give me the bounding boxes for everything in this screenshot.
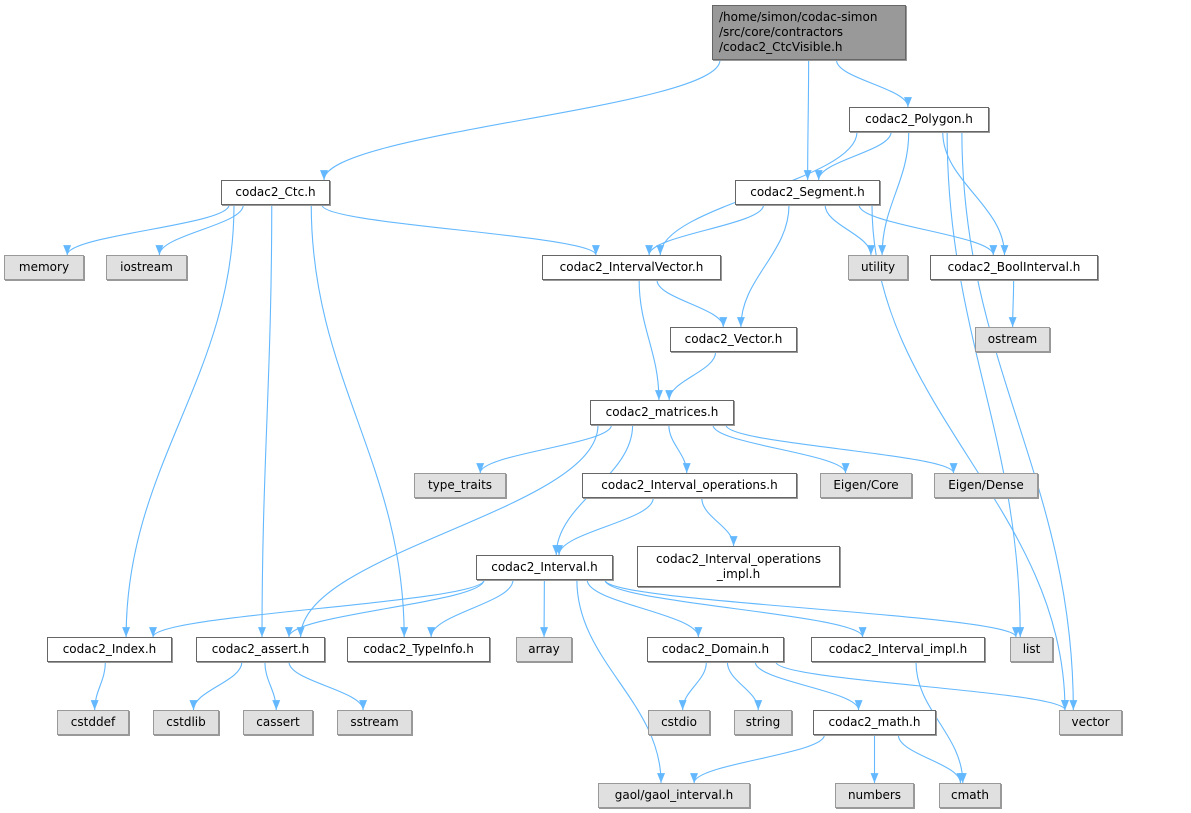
graph-node-cstddef: cstddef (57, 710, 129, 735)
edge-interval-to-gaol (576, 579, 665, 784)
graph-node-memory: memory (4, 255, 84, 280)
graph-node-cassert: cassert (243, 710, 313, 735)
graph-node-domain[interactable]: codac2_Domain.h (647, 637, 784, 662)
edge-math-to-cmath (897, 734, 965, 784)
edge-segment-to-ivec (645, 204, 765, 256)
graph-node-array: array (516, 637, 572, 662)
graph-node-eigencore: Eigen/Core (820, 473, 912, 498)
edge-intops-to-interval (555, 497, 654, 556)
edge-ctc-to-ivec (321, 204, 600, 256)
edge-index-to-cstddef (90, 661, 106, 711)
edge-interval-to-assert (285, 579, 485, 638)
graph-node-root: /home/simon/codac-simon /src/core/contra… (712, 5, 906, 60)
graph-node-cstdlib: cstdlib (153, 710, 219, 735)
edge-polygon-to-boolint (942, 131, 1009, 256)
graph-node-polygon[interactable]: codac2_Polygon.h (849, 107, 989, 132)
graph-node-ostream: ostream (975, 327, 1050, 352)
graph-node-math[interactable]: codac2_math.h (813, 710, 936, 735)
edge-interval-to-index (149, 579, 485, 638)
graph-node-typeinfo[interactable]: codac2_TypeInfo.h (347, 637, 490, 662)
graph-node-numbers: numbers (835, 783, 914, 808)
edge-root-to-ctc (320, 59, 721, 181)
graph-node-interval[interactable]: codac2_Interval.h (476, 555, 613, 580)
edge-intops-to-intopsimpl (701, 497, 738, 547)
edge-domain-to-cstdio (678, 661, 707, 711)
graph-node-segment[interactable]: codac2_Segment.h (735, 180, 880, 205)
edge-ctc-to-memory (63, 204, 230, 256)
edge-matrices-to-assert (296, 424, 599, 638)
edge-domain-to-string (726, 661, 763, 711)
edge-ivec-to-vec (656, 279, 728, 328)
edge-matrices-to-eigendense (725, 424, 958, 474)
graph-node-intopsimpl[interactable]: codac2_Interval_operations _impl.h (637, 546, 840, 587)
edge-domain-to-math (754, 661, 863, 711)
edge-polygon-to-utility (878, 131, 910, 256)
edge-boolint-to-ostream (1008, 279, 1017, 328)
edge-polygon-to-vector (961, 131, 1078, 711)
edge-matrices-to-eigencore (712, 424, 850, 474)
edge-root-to-polygon (835, 59, 912, 108)
edge-interval-to-list (604, 579, 1020, 638)
graph-node-string: string (734, 710, 792, 735)
graph-node-intimpl[interactable]: codac2_Interval_impl.h (811, 637, 985, 662)
edge-polygon-to-segment (814, 131, 892, 181)
edge-math-to-gaol (690, 734, 825, 784)
edge-segment-to-vector (871, 204, 1069, 711)
edge-assert-to-cstdlib (189, 661, 243, 711)
edge-intimpl-to-cmath (915, 661, 967, 784)
edge-segment-to-vec (736, 204, 790, 328)
edge-ivec-to-matrices (638, 279, 663, 401)
edge-interval-to-typeinfo (427, 579, 514, 638)
graph-node-ivec[interactable]: codac2_IntervalVector.h (542, 255, 721, 280)
graph-node-matrices[interactable]: codac2_matrices.h (590, 400, 734, 425)
graph-node-sstream: sstream (337, 710, 412, 735)
graph-node-index[interactable]: codac2_Index.h (47, 637, 172, 662)
edge-ctc-to-index (122, 204, 235, 638)
graph-node-iostream: iostream (106, 255, 187, 280)
edge-polygon-to-list (946, 131, 1025, 638)
graph-node-cmath: cmath (939, 783, 1001, 808)
edge-segment-to-boolint (858, 204, 998, 256)
edge-segment-to-utility (824, 204, 875, 256)
edge-ctc-to-assert (258, 204, 273, 638)
graph-node-assert[interactable]: codac2_assert.h (196, 637, 325, 662)
edge-assert-to-cassert (264, 661, 281, 711)
edge-ctc-to-iostream (155, 204, 244, 256)
edge-root-to-segment (803, 59, 812, 181)
graph-node-utility: utility (848, 255, 908, 280)
graph-node-gaol: gaol/gaol_interval.h (598, 783, 750, 808)
graph-node-eigendense: Eigen/Dense (934, 473, 1038, 498)
edge-matrices-to-typetraits (476, 424, 613, 474)
graph-node-vector: vector (1059, 710, 1122, 735)
graph-node-intops[interactable]: codac2_Interval_operations.h (582, 473, 797, 498)
edge-matrices-to-intops (668, 424, 691, 474)
graph-node-cstdio: cstdio (648, 710, 710, 735)
edge-vec-to-matrices (665, 351, 717, 401)
graph-node-vec[interactable]: codac2_Vector.h (670, 327, 797, 352)
edge-assert-to-sstream (288, 661, 368, 711)
edge-ctc-to-typeinfo (310, 204, 409, 638)
edge-interval-to-domain (586, 579, 703, 638)
graph-node-boolint[interactable]: codac2_BoolInterval.h (930, 255, 1098, 280)
graph-node-typetraits: type_traits (414, 473, 506, 498)
edge-interval-to-intimpl (604, 579, 867, 638)
graph-node-ctc[interactable]: codac2_Ctc.h (221, 180, 330, 205)
graph-node-list: list (1010, 637, 1053, 662)
